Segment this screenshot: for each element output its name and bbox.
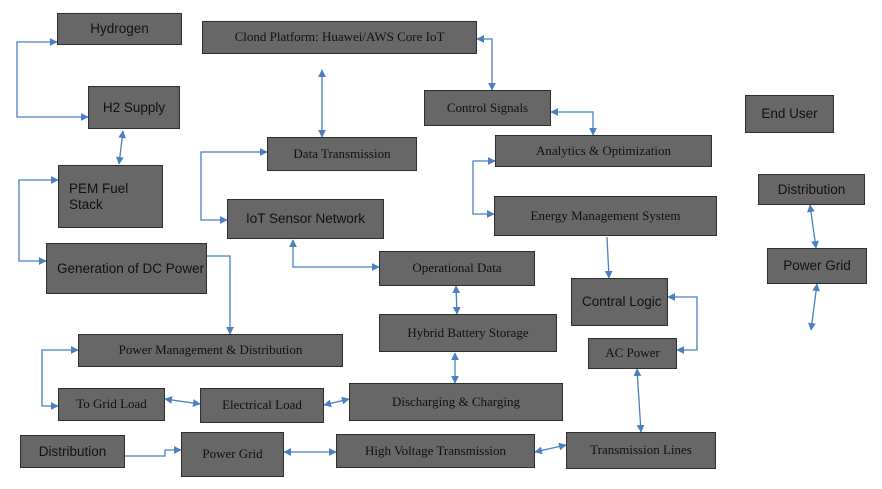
- analytics-optimization-node: Analytics & Optimization: [495, 135, 712, 167]
- power-grid-bottom-node: Power Grid: [181, 432, 284, 477]
- connector-ems-control-logic: [604, 236, 613, 279]
- connector-to-grid-load-electrical-load: [164, 396, 201, 407]
- cloud-platform-node: Clond Platform: Huawei/AWS Core IoT: [202, 21, 477, 54]
- connector-ac-power-transmission-lines: [633, 368, 645, 433]
- transmission-lines-node: Transmission Lines: [566, 432, 716, 469]
- discharging-charging-node: Discharging & Charging: [349, 383, 563, 421]
- connector-cloud-control-signals: [476, 35, 496, 91]
- energy-management-system-node: Energy Management System: [494, 196, 717, 236]
- connector-power-grid-right-down: [808, 283, 820, 331]
- connector-hydrogen-h2-supply: [16, 38, 89, 121]
- connector-dc-generation-power-management: [207, 255, 234, 335]
- connector-electrical-load-discharging: [323, 396, 350, 408]
- connector-iot-operational-data: [289, 239, 380, 271]
- connector-high-voltage-transmission-lines: [534, 442, 567, 455]
- distribution-left-node: Distribution: [20, 435, 125, 468]
- hydrogen-node: Hydrogen: [57, 13, 182, 45]
- electrical-load-node: Electrical Load: [200, 388, 324, 423]
- power-grid-right-node: Power Grid: [767, 248, 867, 284]
- connector-operational-data-battery: [452, 285, 461, 315]
- connector-control-logic-ac-power: [667, 293, 698, 354]
- ac-power-node: AC Power: [588, 338, 677, 369]
- distribution-right-node: Distribution: [758, 174, 865, 205]
- power-management-node: Power Management & Distribution: [78, 334, 343, 367]
- hybrid-battery-storage-node: Hybrid Battery Storage: [379, 314, 557, 352]
- connector-control-signals-analytics: [550, 108, 597, 136]
- control-logic-node: Contral Logic: [571, 278, 668, 326]
- connector-distribution-power-grid-right: [807, 204, 819, 249]
- connector-h2-supply-pem-stack: [115, 130, 127, 165]
- connector-pem-stack-dc-generation: [18, 176, 59, 265]
- dc-generation-node: Generation of DC Power: [46, 243, 207, 294]
- connector-analytics-ems: [472, 157, 496, 218]
- operational-data-node: Operational Data: [379, 251, 535, 286]
- to-grid-load-node: To Grid Load: [58, 388, 165, 421]
- connector-data-transmission-iot: [200, 148, 268, 224]
- connector-power-management-to-grid-load: [41, 346, 79, 410]
- connector-distribution-power-grid: [125, 446, 182, 457]
- pem-fuel-stack-node: PEM Fuel Stack: [58, 165, 163, 228]
- end-user-node: End User: [745, 95, 834, 133]
- control-signals-node: Control Signals: [424, 90, 551, 126]
- h2-supply-node: H2 Supply: [88, 86, 180, 129]
- data-transmission-node: Data Transmission: [267, 137, 417, 171]
- high-voltage-transmission-node: High Voltage Transmission: [336, 434, 535, 468]
- iot-sensor-network-node: IoT Sensor Network: [227, 199, 384, 239]
